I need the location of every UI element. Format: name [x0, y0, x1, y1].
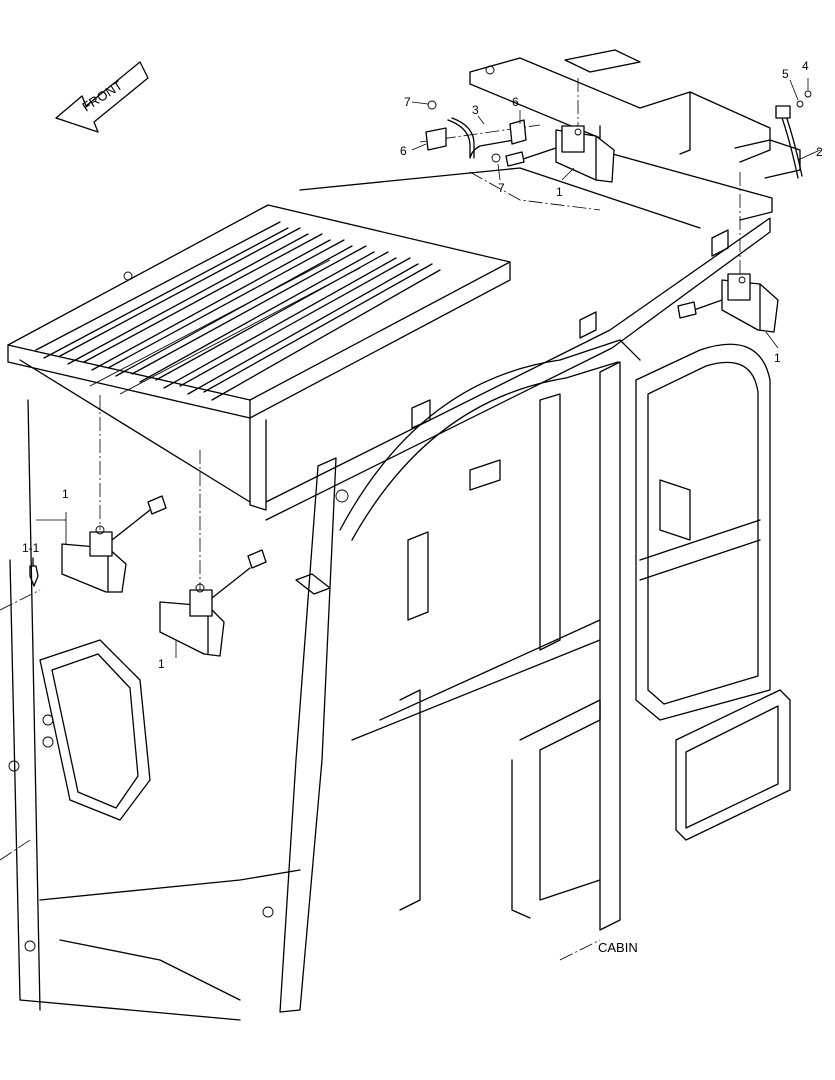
- callout-harness: 3: [472, 103, 479, 117]
- callout-lamp-top-center: 1: [556, 185, 563, 199]
- work-lamp-left-lower: [159, 549, 267, 657]
- callouts: 1 1 1 1 1-1 2 3 4 5 6 6 7 7: [22, 59, 823, 671]
- roof-guard: [7, 204, 511, 511]
- callout-bracket-left: 6: [400, 144, 407, 158]
- work-lamp-right: [677, 273, 779, 333]
- work-lamp-top-center: [505, 125, 615, 183]
- section-label: CABIN: [598, 940, 638, 955]
- harness-assembly: [425, 90, 812, 179]
- callout-washer: 5: [782, 67, 789, 81]
- callout-bolt: 4: [802, 59, 809, 73]
- callout-lamp-right: 1: [774, 351, 781, 365]
- callout-bracket-right: 6: [512, 95, 519, 109]
- cabin-body: [279, 339, 641, 1013]
- callout-lamp-left-upper: 1: [62, 487, 69, 501]
- cabin-left-frame: [8, 399, 349, 1021]
- work-lamp-left-upper: [61, 495, 167, 593]
- callout-screw-lower: 7: [498, 181, 505, 195]
- assembly-lines: [0, 78, 741, 961]
- cabin-door: [511, 343, 791, 919]
- callout-screw-left: 7: [404, 95, 411, 109]
- bulb-icon: [29, 557, 39, 587]
- callout-lamp-left-lower: 1: [158, 657, 165, 671]
- callout-bulb: 1-1: [22, 541, 40, 555]
- callout-cable-right: 2: [816, 145, 823, 159]
- leader-lines: [36, 78, 821, 658]
- roof-beams: [19, 167, 771, 521]
- rear-frame: [469, 49, 801, 221]
- front-arrow: FRONT: [55, 61, 149, 133]
